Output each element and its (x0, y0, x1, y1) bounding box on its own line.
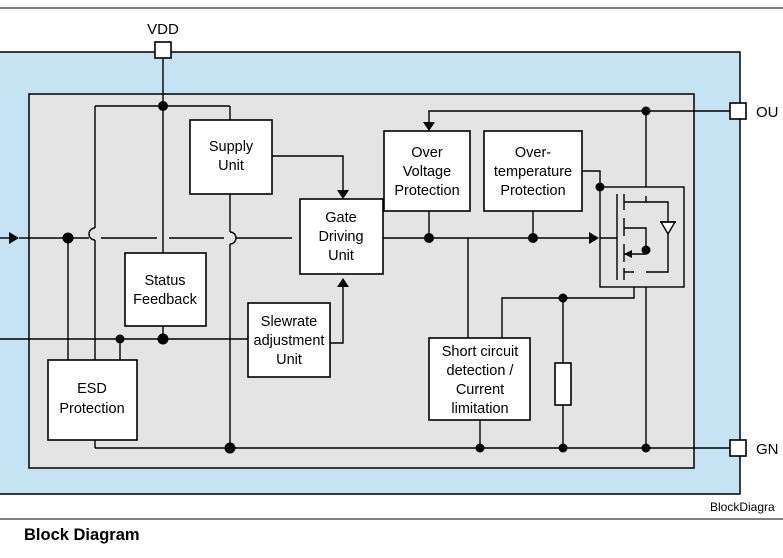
wires (0, 52, 730, 449)
figure-caption: BlockDiagra (710, 500, 775, 514)
block-label-line: Current (456, 382, 504, 398)
pin-vdd: VDD (147, 21, 179, 59)
block-supply-unit: Supply Unit (189, 119, 273, 195)
block-label-line: Over (411, 145, 443, 161)
figure-title: Block Diagram (24, 526, 140, 544)
block-label-line: temperature (494, 164, 572, 180)
block-gate-driving-unit: Gate Driving Unit (299, 198, 384, 275)
block-esd-protection: ESD Protection (47, 359, 138, 441)
block-label-line: Slewrate (261, 314, 317, 330)
block-status-feedback: Status Feedback (124, 252, 207, 327)
block-label-line: Short circuit (442, 344, 519, 360)
block-over-temperature-protection: Over- temperature Protection (483, 130, 583, 212)
block-label-line: limitation (451, 401, 508, 417)
block-label-line: Feedback (133, 292, 197, 308)
block-over-voltage-protection: Over Voltage Protection (383, 130, 471, 212)
pin-label-out: OU (756, 104, 779, 121)
block-label-line: Over- (515, 145, 551, 161)
block-label-line: Gate (325, 210, 356, 226)
block-label-line: Voltage (403, 164, 451, 180)
block-label-line: Unit (218, 158, 244, 174)
block-label-line: Supply (209, 139, 254, 155)
block-label-line: adjustment (254, 333, 325, 349)
block-label-line: ESD (77, 381, 107, 397)
block-label-line: Driving (318, 229, 363, 245)
shunt-resistor (554, 362, 572, 406)
block-label-line: Unit (328, 248, 354, 264)
power-mosfet-symbol (599, 186, 685, 288)
pin-out: OU (729, 102, 779, 121)
block-label-line: Protection (500, 183, 565, 199)
block-label-line: Status (144, 273, 185, 289)
block-slewrate-adjustment-unit: Slewrate adjustment Unit (247, 302, 331, 378)
pin-label-vdd: VDD (147, 21, 179, 38)
block-short-circuit-detection: Short circuit detection / Current limita… (428, 337, 531, 421)
junction-dots (62, 101, 651, 454)
block-label-line: Unit (276, 352, 302, 368)
pin-label-gnd: GN (756, 441, 779, 458)
pin-gnd: GN (729, 439, 779, 458)
block-label-line: detection / (447, 363, 515, 379)
block-label-line: Protection (394, 183, 459, 199)
block-label-line: Protection (59, 401, 124, 417)
